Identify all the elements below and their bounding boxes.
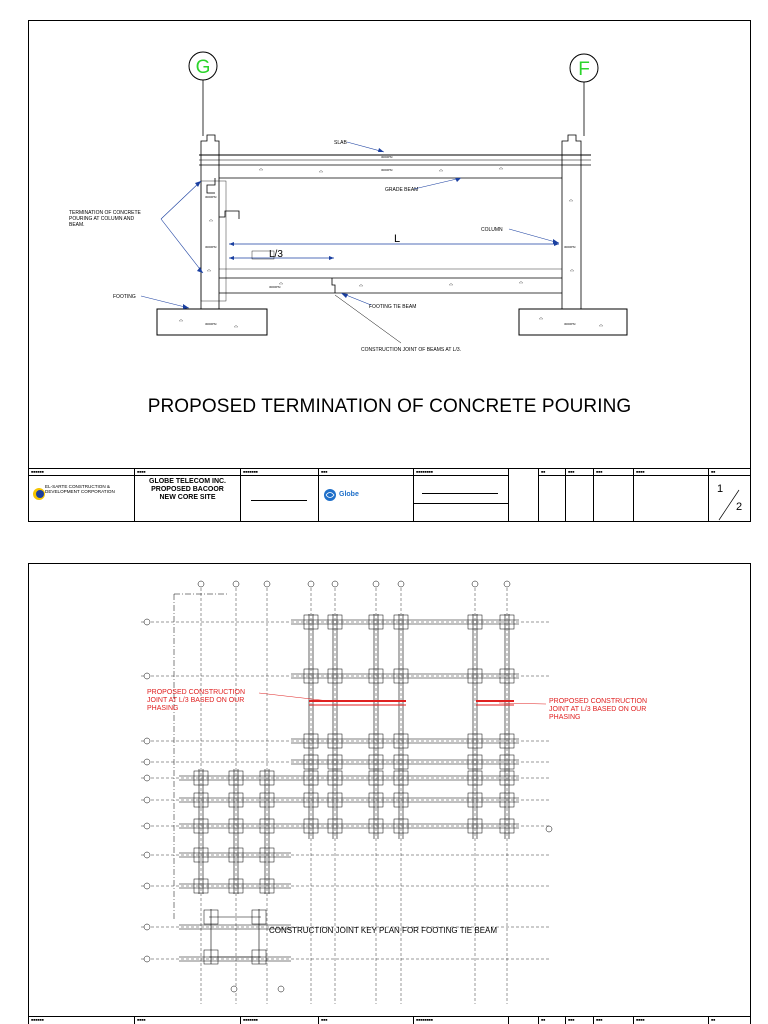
psi-col: 3000PSI	[205, 195, 217, 199]
span-label-l: L	[394, 233, 400, 245]
label-grade-beam: GRADE BEAM	[385, 187, 418, 193]
label-construction-joint: CONSTRUCTION JOINT OF BEAMS AT L/3.	[361, 347, 461, 353]
psi-slab: 3000PSI	[381, 155, 393, 159]
callout-right-1: PROPOSED CONSTRUCTION	[549, 698, 647, 705]
label-slab: SLAB	[334, 140, 347, 146]
psi-col2: 3000PSI	[205, 245, 217, 249]
callout-left-3: PHASING	[147, 705, 179, 712]
title-block-1: ■■■■■■ EL-SARTE CONSTRUCTION & DEVELOPME…	[29, 468, 750, 522]
globe-brand: Globe	[339, 491, 359, 498]
callout-right-3: PHASING	[549, 714, 581, 721]
psi-foot1: 3000PSI	[205, 322, 217, 326]
project-line-2: PROPOSED BACOOR	[151, 486, 224, 493]
drawing-title-2: CONSTRUCTION JOINT KEY PLAN FOR FOOTING …	[269, 926, 497, 935]
company-logo-icon	[33, 488, 45, 500]
column-left	[200, 134, 220, 309]
project-line-1: GLOBE TELECOM INC.	[149, 478, 226, 485]
label-termination-2: POURING AT COLUMN AND	[69, 216, 134, 222]
callout-left-2: JOINT AT L/3 BASED ON OUR	[147, 697, 244, 704]
drawing-sheet-2: PROPOSED CONSTRUCTION JOINT AT L/3 BASED…	[28, 563, 751, 1024]
label-footing-tie-beam: FOOTING TIE BEAM	[369, 304, 416, 310]
drawing-sheet-1: G F L L/3	[28, 20, 751, 522]
globe-logo-icon	[324, 489, 336, 501]
label-footing: FOOTING	[113, 294, 136, 300]
section-drawing: G F L L/3	[69, 51, 628, 353]
label-column: COLUMN	[481, 227, 503, 233]
key-plan-drawing: PROPOSED CONSTRUCTION JOINT AT L/3 BASED…	[141, 580, 647, 1004]
column-right	[561, 134, 582, 309]
grid-label-g: G	[196, 57, 211, 78]
psi-beam: 3000PSI	[381, 168, 393, 172]
callout-left-1: PROPOSED CONSTRUCTION	[147, 689, 245, 696]
label-termination-1: TERMINATION OF CONCRETE	[69, 210, 142, 216]
company-name-1: EL-SARTE CONSTRUCTION &	[45, 484, 111, 489]
span-label-l3: L/3	[269, 249, 283, 260]
psi-ftb: 3000PSI	[269, 285, 281, 289]
drawing-title-1: PROPOSED TERMINATION OF CONCRETE POURING	[147, 396, 632, 417]
footing-right	[518, 308, 628, 336]
company-name-2: DEVELOPMENT CORPORATION	[45, 489, 115, 494]
grid-label-f: F	[578, 59, 590, 80]
sheet-number: 1	[717, 483, 724, 495]
label-termination-3: BEAM.	[69, 222, 85, 228]
sheet-total: 2	[736, 501, 743, 513]
title-block-2: ■■■■■■ ■■■■ ■■■■■■■ ■■■ ■■■■■■■■ ■■ ■■■ …	[29, 1016, 750, 1024]
callout-right-2: JOINT AT L/3 BASED ON OUR	[549, 706, 646, 713]
psi-col3: 3000PSI	[564, 245, 576, 249]
footing-left	[156, 308, 268, 336]
construction-joint-mark	[331, 278, 336, 293]
psi-foot2: 3000PSI	[564, 322, 576, 326]
project-line-3: NEW CORE SITE	[159, 494, 216, 501]
